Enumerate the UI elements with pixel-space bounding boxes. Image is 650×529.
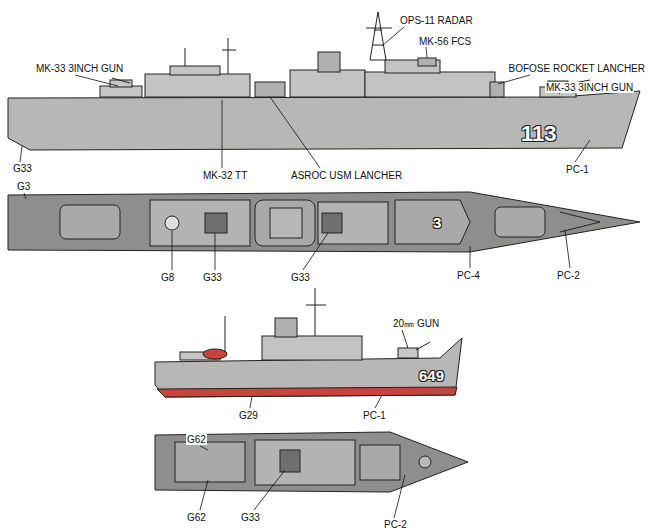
part-label: G33 (12, 163, 33, 174)
hull-marking: 3 (432, 215, 442, 232)
part-label: G3 (16, 181, 31, 192)
part-label: PC-1 (362, 410, 387, 421)
part-label: BOFOSE ROCKET LANCHER (507, 63, 646, 74)
part-label: G62 (186, 434, 207, 445)
part-label: G33 (290, 272, 311, 283)
hull-marking: 113 (520, 122, 558, 146)
part-label: G33 (240, 512, 261, 523)
part-label: PC-2 (383, 519, 408, 529)
part-label: 20㎜ GUN (392, 318, 440, 329)
part-label: MK-33 3INCH GUN (35, 63, 124, 74)
hull-marking: 649 (418, 368, 445, 385)
part-label: PC-2 (556, 270, 581, 281)
part-label: G29 (238, 410, 259, 421)
part-label: G33 (202, 272, 223, 283)
part-label: OPS-11 RADAR (399, 15, 474, 26)
part-label: MK-32 TT (202, 170, 248, 181)
part-label: MK-56 FCS (418, 36, 472, 47)
part-label: MK-33 3INCH GUN (545, 82, 634, 93)
part-label: PC-1 (565, 164, 590, 175)
part-label: G8 (160, 272, 175, 283)
part-label: G62 (186, 512, 207, 523)
part-label: PC-4 (456, 270, 481, 281)
part-label: ASROC USM LANCHER (290, 170, 403, 181)
